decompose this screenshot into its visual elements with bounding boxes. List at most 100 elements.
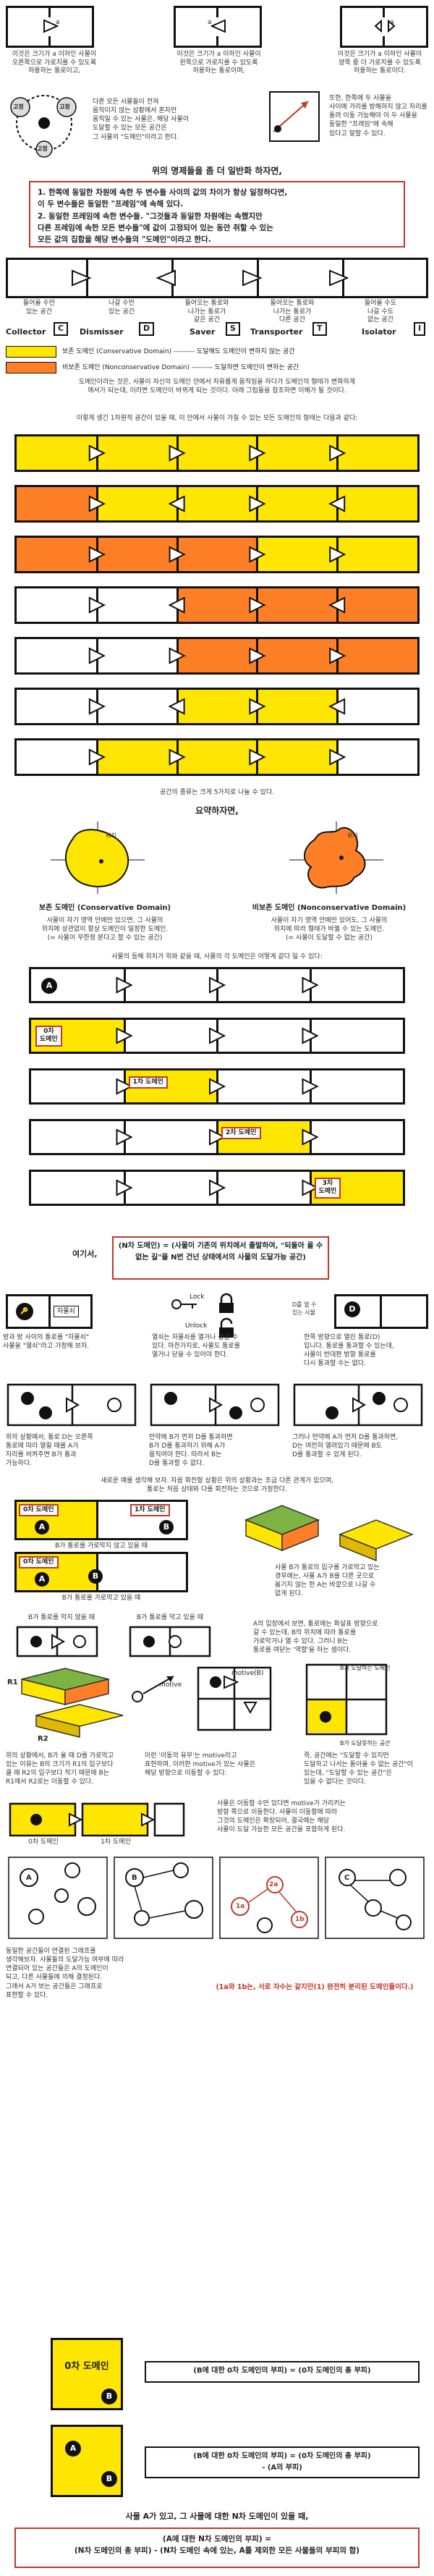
lock-mid-note: 열쇠는 자물쇠를 열거나 잠글 수 있다. 마찬가지로, 사물도 통로를 열거나…	[152, 1334, 240, 1359]
strip-cell	[176, 538, 258, 571]
zero-domain-tag-2: 0차 도메인	[19, 1556, 59, 1569]
legend-paragraph: 도메인이라는 것은, 사물이 자신의 도메인 안에서 자유롭게 움직임을 하다가…	[78, 379, 356, 395]
order-arrow	[302, 1027, 319, 1044]
strip-cell	[96, 690, 177, 723]
kind-name-collector: Collector	[6, 327, 46, 337]
strip-cell	[337, 487, 417, 520]
strip-arrow	[88, 596, 106, 614]
kind-desc-isolator: 들어올 수도 나갈 수도 없는 공간	[364, 300, 397, 324]
order-cell	[217, 969, 310, 1001]
r1-r2-diagram	[21, 1668, 124, 1738]
strip-cell	[96, 740, 177, 774]
strip-cell	[337, 740, 417, 774]
strip-cell	[257, 487, 338, 520]
frame-diagram	[269, 91, 320, 142]
graph-note: 사물은 이동할 수만 있다면 motive가 가리키는 방향 쪽으로 이동한다.…	[217, 1800, 346, 1834]
order-arrows	[116, 1128, 319, 1146]
kind-name-dismisser: Dismisser	[80, 327, 124, 337]
order-domain-tag: 2차 도메인	[221, 1127, 261, 1140]
blob-right-text: 사물이 자기 영역 안에만 있어도, 그 사물의 위치에 따라 형태가 바뀔 수…	[271, 917, 388, 942]
order-arrow	[116, 1027, 133, 1044]
strip-cell	[17, 740, 97, 774]
order-cell	[124, 969, 217, 1001]
domain-strip	[14, 536, 420, 573]
gate-box-both: a	[340, 6, 428, 48]
order-cell	[217, 1070, 310, 1102]
strip-cell	[17, 690, 97, 723]
kind-name-transporter: Transporter	[250, 327, 303, 337]
motive-arrow	[132, 1676, 174, 1702]
blob-left-text: 사물이 자기 영역 안에만 있으면, 그 사물의 위치에 상관없이 항상 도메인…	[41, 917, 169, 942]
graph-label-2a: 2a	[269, 1881, 278, 1888]
strip-arrows	[88, 698, 346, 715]
strip-arrow	[249, 748, 266, 766]
strip-cell	[176, 588, 258, 622]
strip-cell	[257, 538, 338, 571]
motive-note-4: 즉, 공간에는 "도달할 수 있지만 도달하고 나서는 돌아올 수 없는 공간"…	[304, 1752, 413, 1786]
motive-mini-rooms	[16, 1626, 211, 1657]
key-object: 🔑	[16, 1303, 33, 1320]
final-statement: 사물 A가 있고, 그 사물에 대한 N차 도메인이 있을 때,	[125, 2512, 309, 2521]
strip-arrow	[249, 495, 266, 512]
order-arrow	[302, 1078, 319, 1095]
here-label: 여기서,	[72, 1249, 98, 1259]
final-formula-box: (A에 대한 N차 도메인의 부피) = (N차 도메인의 총 부피) - (N…	[14, 2528, 420, 2568]
blob-left-title: 보존 도메인 (Conservative Domain)	[38, 904, 171, 912]
order-arrows	[116, 976, 319, 994]
order-arrow	[116, 976, 133, 994]
order-arrow	[209, 1179, 226, 1196]
strip-cell	[176, 436, 258, 470]
legend-swatch-orange	[6, 362, 56, 373]
strip-arrows	[88, 647, 346, 664]
strip-cell	[337, 588, 417, 622]
strip-arrow	[249, 546, 266, 563]
strip-arrow	[329, 444, 346, 462]
strip-arrow	[88, 698, 106, 715]
order-arrow	[209, 1027, 226, 1044]
caption-right: 이것은 크기가 a 이하인 사물이 오른쪽으로 가로지를 수 있도록 허용하는 …	[12, 51, 97, 75]
motive-open-label: B가 통로를 막지 않을 때	[27, 1614, 95, 1621]
strip-cell	[96, 639, 177, 672]
step-diagram	[7, 1383, 137, 1427]
rule-line-4: 다른 프레임에 속한 모든 변수들"에 값이 고정되어 있는 동안 취할 수 있…	[38, 223, 273, 232]
b-domain-grid	[305, 1663, 388, 1736]
order-domain-tag: 3차 도메인	[314, 1178, 341, 1199]
combo-note: 새로운 예를 생각해 보자. 자음 회전형 상황은 위의 상황과는 조금 다른 …	[101, 1477, 333, 1494]
box-3d-icon-2	[338, 1519, 414, 1562]
strip-cell	[96, 588, 177, 622]
motive-note-2: 위의 상황에서, B가 올 때 D를 가로막고 있는 이유는 B의 크기가 R1…	[6, 1752, 114, 1786]
b-blocking: B가 통로를 가로막고 있을 때	[61, 1595, 141, 1602]
strip-arrow	[88, 495, 106, 512]
strip-arrows	[88, 546, 346, 563]
order-cell	[31, 1070, 124, 1102]
equation-1: (B에 대한 0차 도메인의 부피) = (0차 도메인의 총 부피)	[145, 2361, 420, 2383]
legend-nonconservative: 비보존 도메인 (Nonconservative Domain) -------…	[62, 364, 299, 371]
order-cell	[124, 1020, 217, 1052]
order-arrows	[116, 1027, 319, 1044]
caption-left: 이것은 크기가 a 이하인 사물이 왼쪽으로 가로지를 수 있도록 허용하는 통…	[176, 51, 261, 75]
r1-label: R1	[7, 1678, 18, 1686]
strip-arrow	[249, 698, 266, 715]
strip-arrow	[168, 596, 185, 614]
order-arrow	[209, 976, 226, 994]
lock-closed-icon	[219, 1293, 234, 1313]
motive-b-grid	[197, 1666, 272, 1731]
strip-cell	[337, 436, 417, 470]
order-cell	[217, 1172, 310, 1204]
strip-cell	[96, 538, 177, 571]
strip-arrow	[88, 748, 106, 766]
strip-arrows	[88, 748, 346, 766]
gate-label: a	[208, 19, 212, 26]
motive-block-label: B가 통로를 막고 있을 때	[136, 1614, 204, 1621]
sub-domain-rooms	[9, 1802, 185, 1837]
domain-strip	[14, 637, 420, 675]
strip-arrow	[169, 647, 186, 664]
blob-right-title: 비보존 도메인 (Nonconservative Domain)	[252, 904, 407, 912]
graph-label-1b: 1b	[295, 1916, 305, 1923]
strip-cell	[257, 436, 338, 470]
domain-strip	[14, 586, 420, 624]
object-a: A	[35, 1520, 49, 1534]
right-arrow-icon	[43, 19, 59, 33]
order-arrow	[116, 1078, 133, 1095]
strip-arrow	[249, 444, 266, 462]
